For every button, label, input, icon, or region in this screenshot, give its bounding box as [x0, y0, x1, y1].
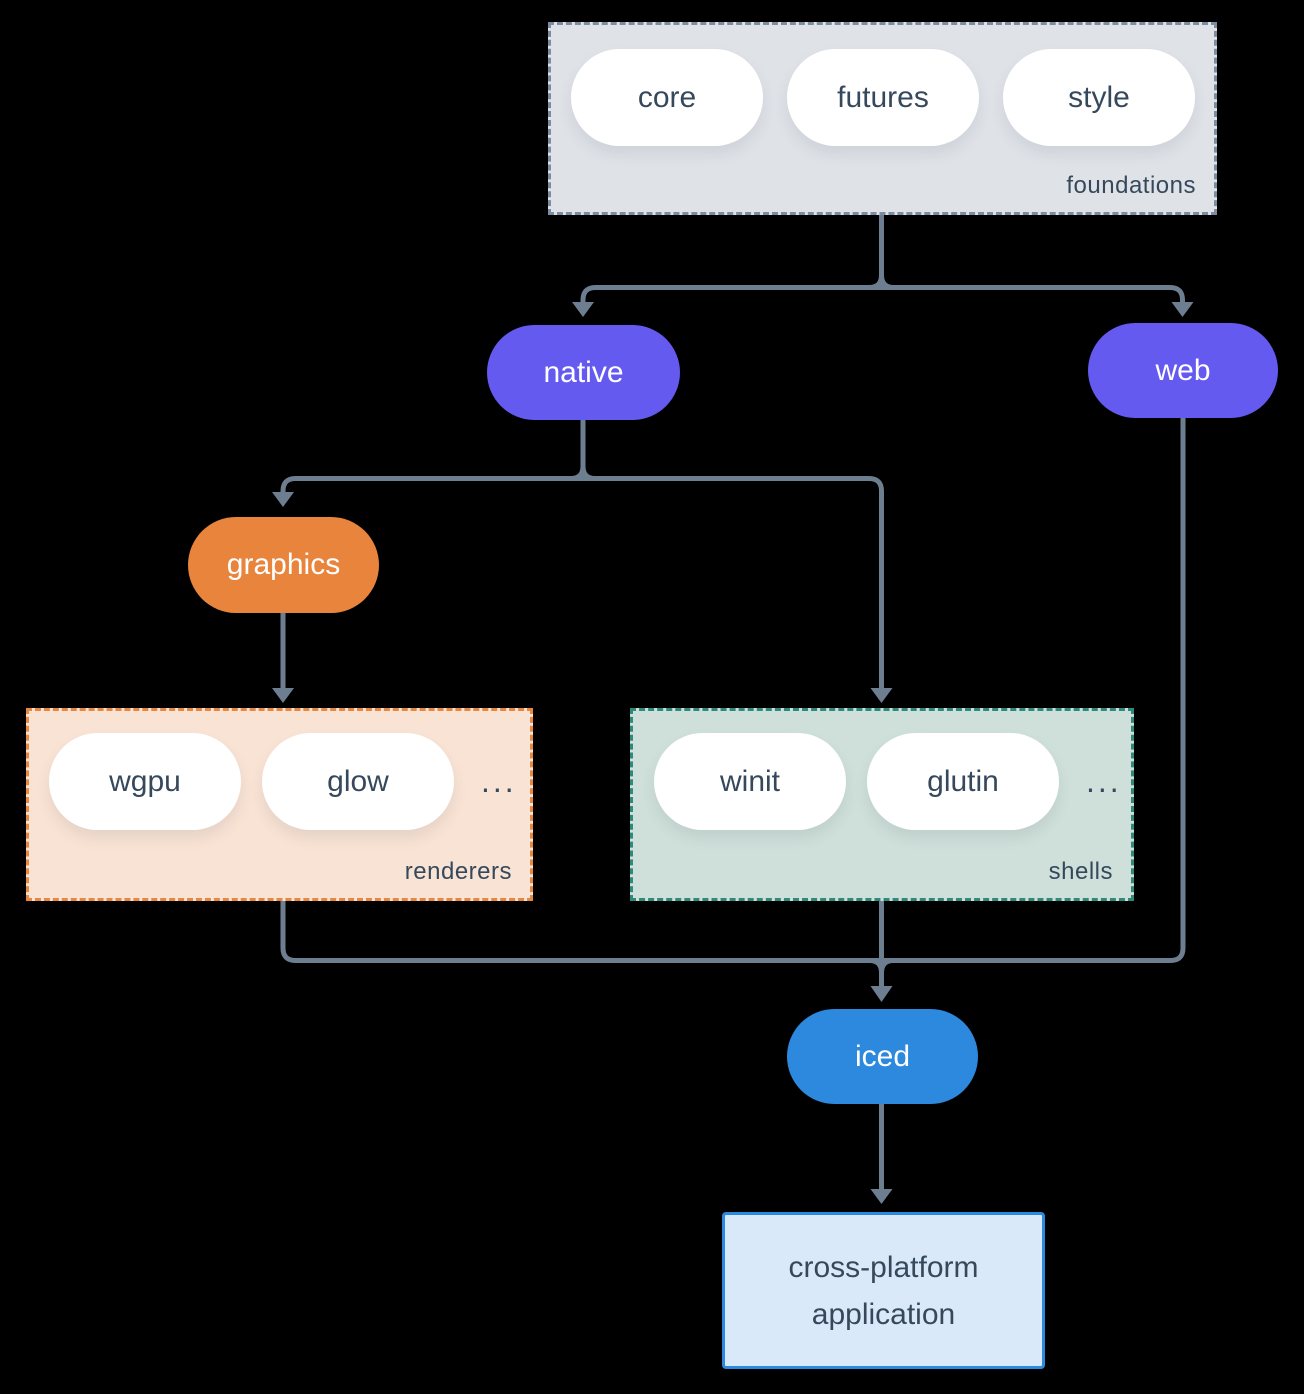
- application-text-line2: application: [811, 1297, 956, 1331]
- node-glutin: glutin: [867, 733, 1059, 830]
- shells-pill-row: winit glutin ...: [633, 711, 1131, 830]
- node-style: style: [1003, 49, 1195, 146]
- node-winit: winit: [654, 733, 846, 830]
- arrow-head-shells: [870, 688, 893, 703]
- node-native: native: [487, 325, 680, 420]
- junction-fillet: [879, 958, 894, 974]
- node-wgpu: wgpu: [49, 733, 241, 830]
- node-futures: futures: [787, 49, 979, 146]
- edge-native-split: [280, 476, 884, 688]
- shells-group: winit glutin ... shells: [630, 708, 1134, 901]
- shells-label: shells: [1048, 858, 1113, 885]
- arrow-head-renderers: [272, 688, 294, 703]
- renderers-group: wgpu glow ... renderers: [26, 708, 533, 901]
- arrow-head-application: [870, 1189, 893, 1204]
- node-graphics: graphics: [188, 517, 379, 613]
- node-web: web: [1088, 323, 1278, 418]
- arrow-head-graphics: [272, 492, 294, 507]
- foundations-group: core futures style foundations: [548, 22, 1217, 215]
- arrow-head-web: [1171, 302, 1194, 317]
- node-iced: iced: [787, 1009, 978, 1104]
- edge-foundations-split: [580, 285, 1185, 303]
- node-core: core: [571, 49, 763, 146]
- edge-merge: [280, 418, 1186, 963]
- arrow-head-native: [572, 302, 594, 317]
- foundations-label: foundations: [1066, 172, 1196, 199]
- node-glow: glow: [262, 733, 454, 830]
- junction-fillet: [580, 465, 596, 481]
- renderers-label: renderers: [404, 858, 512, 885]
- renderers-pill-row: wgpu glow ...: [29, 711, 530, 830]
- foundations-pill-row: core futures style: [551, 25, 1214, 146]
- shells-ellipsis: ...: [1086, 763, 1122, 799]
- application-text-line1: cross-platform: [788, 1250, 979, 1284]
- cross-platform-application-box: cross-platform application: [722, 1212, 1045, 1369]
- renderers-ellipsis: ...: [481, 763, 517, 799]
- junction-fillet: [879, 274, 895, 290]
- arrow-head-iced: [870, 986, 893, 1002]
